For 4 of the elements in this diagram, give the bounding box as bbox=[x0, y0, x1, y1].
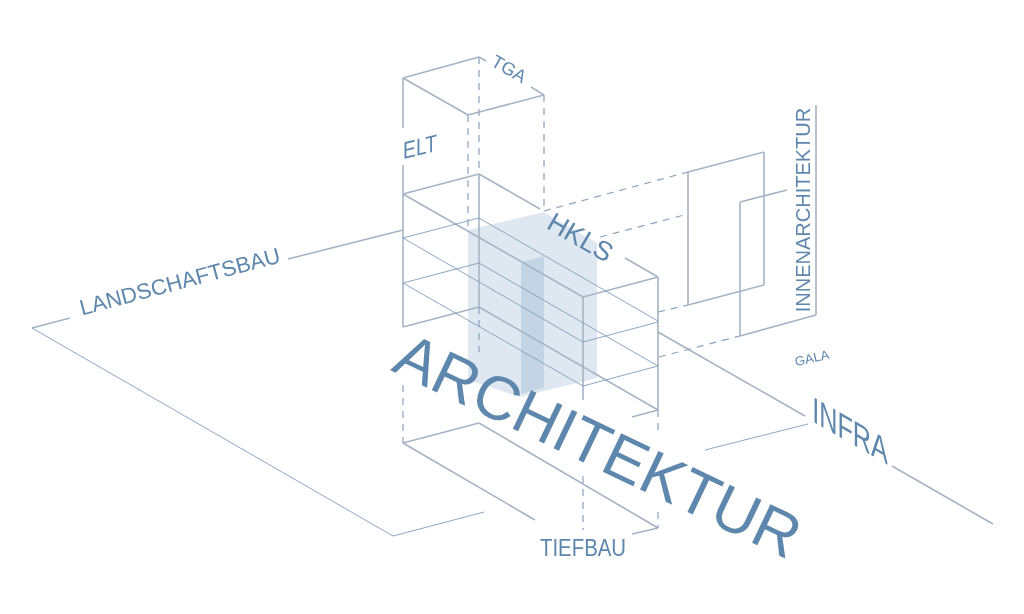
discipline-label: INFRA bbox=[812, 391, 888, 471]
discipline-label: ELT bbox=[403, 130, 437, 164]
discipline-label: INNENARCHITEKTUR bbox=[793, 107, 813, 313]
discipline-label: TGA bbox=[488, 51, 530, 87]
